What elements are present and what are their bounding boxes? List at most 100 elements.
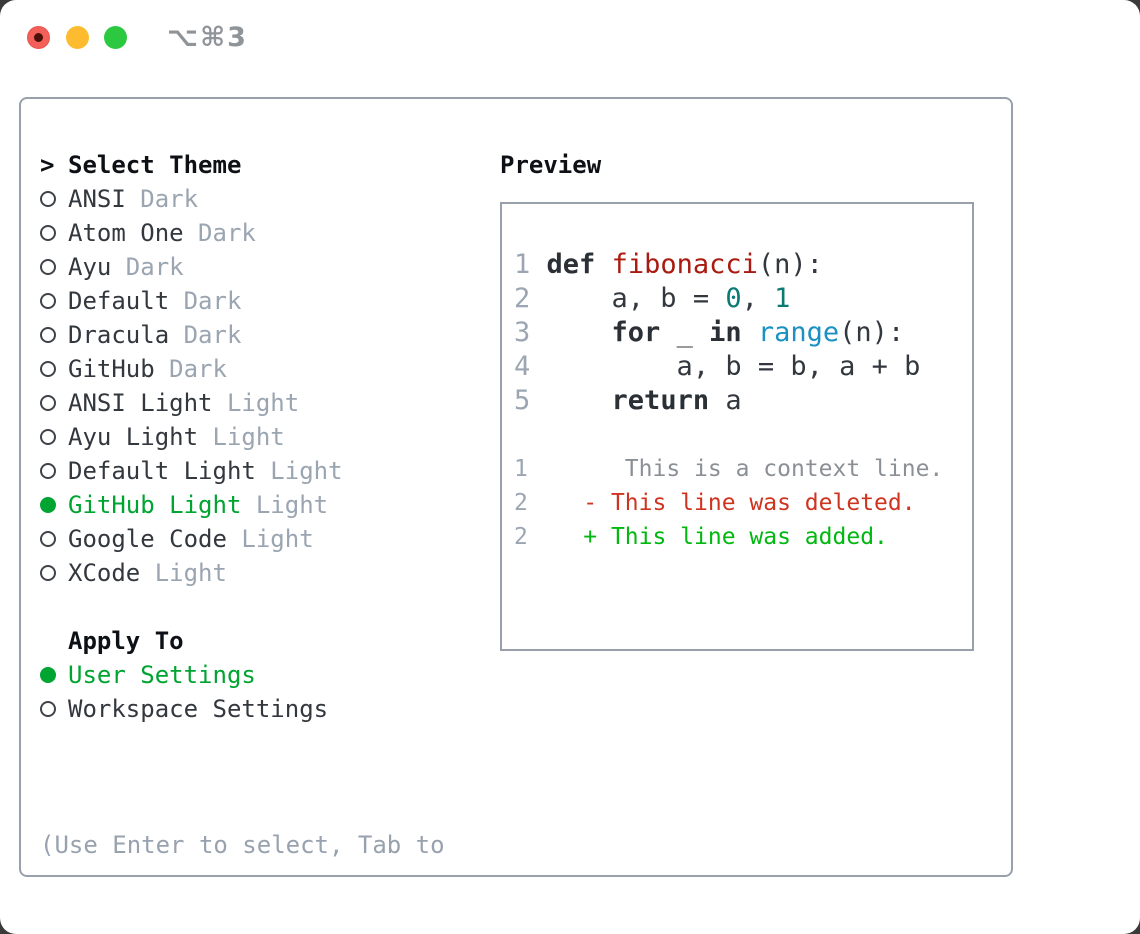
code-token-ln: 2 (514, 490, 528, 516)
help-text-line2: change focus) (40, 930, 480, 934)
code-line: 2 - This line was deleted. (514, 486, 960, 520)
code-token-kw: in (709, 317, 742, 348)
theme-item-tag: Light (140, 559, 227, 587)
radio-unselected-icon (40, 293, 56, 309)
code-token-ln: 2 (514, 524, 528, 550)
code-token-pl (595, 249, 611, 280)
code-token-del: - This line was deleted. (527, 490, 916, 516)
code-token-ln: 4 (514, 351, 547, 382)
theme-item-tag: Dark (154, 355, 227, 383)
help-text: (Use Enter to select, Tab to change focu… (40, 760, 480, 934)
code-token-ln: 1 (514, 249, 547, 280)
theme-item-tag: Light (255, 457, 343, 485)
code-token-ln: 3 (514, 317, 547, 348)
code-line: 3 for _ in range(n): (514, 316, 960, 350)
apply-to-option-workspace-settings[interactable]: Workspace Settings (40, 692, 480, 726)
theme-item-tag: Light (212, 389, 300, 417)
theme-item-ansi[interactable]: ANSI Dark (40, 182, 480, 216)
theme-item-default-light[interactable]: Default Light Light (40, 454, 480, 488)
code-line: 2 + This line was added. (514, 520, 960, 554)
radio-unselected-icon (40, 463, 56, 479)
radio-unselected-icon (40, 259, 56, 275)
radio-unselected-icon (40, 327, 56, 343)
theme-item-label: Default (68, 287, 170, 315)
theme-item-tag: Light (198, 423, 285, 451)
apply-to-option-user-settings[interactable]: User Settings (40, 658, 480, 692)
code-token-pl: (n): (757, 249, 823, 280)
apply-to-header-row: Apply To (40, 624, 480, 658)
code-token-pl: a, b = (546, 283, 726, 314)
theme-item-atom-one[interactable]: Atom One Dark (40, 216, 480, 250)
radio-unselected-icon (40, 191, 56, 207)
preview-header: Preview (500, 151, 602, 179)
theme-item-tag: Dark (125, 185, 199, 213)
code-token-ln: 2 (514, 283, 547, 314)
code-line: 1 This is a context line. (514, 452, 960, 486)
theme-item-tag: Dark (169, 287, 242, 315)
code-token-ln: 5 (514, 385, 547, 416)
theme-item-ayu-light[interactable]: Ayu Light Light (40, 420, 480, 454)
zoom-button[interactable] (104, 26, 127, 49)
code-line: 1 def fibonacci(n): (514, 248, 960, 282)
theme-item-github[interactable]: GitHub Dark (40, 352, 480, 386)
code-line (514, 418, 960, 452)
theme-item-label: Ayu (68, 253, 112, 281)
theme-item-github-light[interactable]: GitHub Light Light (40, 488, 480, 522)
theme-item-label: ANSI Light (68, 389, 213, 417)
theme-item-label: GitHub Light (68, 491, 242, 519)
preview-column: Preview 1 def fibonacci(n):2 a, b = 0, 1… (500, 148, 990, 651)
theme-item-default[interactable]: Default Dark (40, 284, 480, 318)
theme-item-label: Google Code (68, 525, 227, 553)
minimize-button[interactable] (66, 26, 89, 49)
theme-item-tag: Light (226, 525, 314, 553)
window-title: ⌥⌘3 (167, 22, 248, 53)
theme-item-label: Default Light (68, 457, 256, 485)
code-line: 5 return a (514, 384, 960, 418)
close-button-dot-icon (34, 33, 43, 42)
code-token-pl: _ (660, 317, 710, 348)
code-token-pl: (n): (839, 317, 905, 348)
theme-item-google-code[interactable]: Google Code Light (40, 522, 480, 556)
radio-unselected-icon (40, 701, 56, 717)
code-line: 2 a, b = 0, 1 (514, 282, 960, 316)
theme-item-label: Dracula (68, 321, 170, 349)
code-token-nu: 1 (774, 283, 791, 314)
theme-item-xcode[interactable]: XCode Light (40, 556, 480, 590)
theme-item-tag: Dark (111, 253, 184, 281)
theme-item-dracula[interactable]: Dracula Dark (40, 318, 480, 352)
radio-unselected-icon (40, 429, 56, 445)
select-theme-header: Select Theme (68, 151, 242, 179)
code-token-add: + This line was added. (527, 524, 888, 550)
apply-to-header: Apply To (68, 627, 184, 655)
theme-item-tag: Light (241, 491, 329, 519)
code-token-pl: a, b = b, a + b (546, 351, 921, 382)
spacer (40, 590, 480, 624)
code-token-pl (547, 385, 612, 416)
close-button[interactable] (27, 26, 50, 49)
radio-unselected-icon (40, 395, 56, 411)
code-token-kw: return (611, 385, 710, 416)
theme-item-tag: Dark (183, 219, 256, 247)
code-line: 4 a, b = b, a + b (514, 350, 960, 384)
code-token-ctx: This is a context line. (527, 456, 944, 482)
code-token-pl (742, 317, 758, 348)
code-token-pl: a (709, 385, 742, 416)
prompt-chevron-icon: > (40, 151, 55, 179)
theme-item-ayu[interactable]: Ayu Dark (40, 250, 480, 284)
code-token-bi: range (757, 317, 840, 348)
titlebar: ⌥⌘3 (0, 0, 1140, 72)
code-token-pl: , (741, 283, 775, 314)
code-token-kw: def (546, 249, 596, 280)
code-token-pl (547, 317, 612, 348)
apply-to-option-label: Workspace Settings (68, 695, 329, 723)
theme-item-ansi-light[interactable]: ANSI Light Light (40, 386, 480, 420)
radio-selected-icon (40, 497, 56, 513)
theme-item-label: GitHub (68, 355, 155, 383)
theme-item-label: ANSI (68, 185, 126, 213)
